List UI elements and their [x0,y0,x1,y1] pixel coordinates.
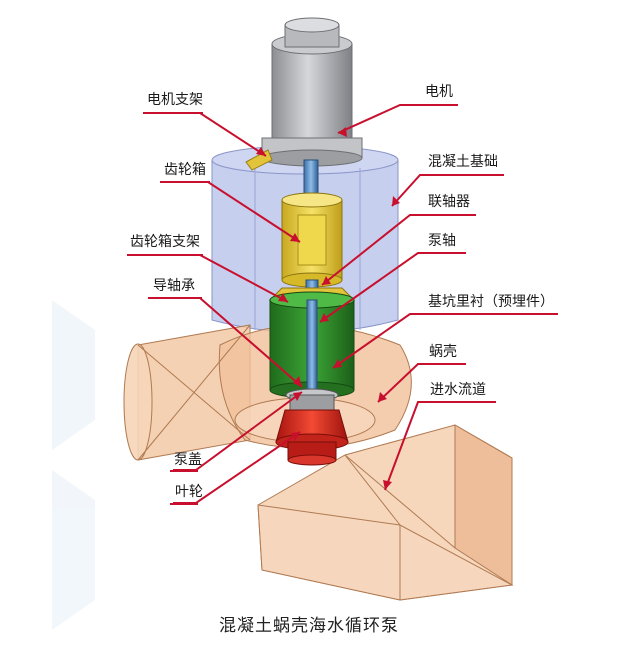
underline-pump-shaft [418,252,466,254]
underline-gearbox [160,181,210,183]
label-guide-bearing: 导轴承 [153,278,195,294]
underline-guide-bearing [148,297,202,299]
volute-shape [123,324,412,461]
underline-inlet-channel [418,401,496,403]
underline-pump-cover [170,470,198,472]
label-volute: 蜗壳 [429,344,457,360]
underline-coupling [410,214,476,216]
pump-shaft-shape [306,299,318,401]
underline-pit-liner [410,313,558,315]
label-inlet-channel: 进水流道 [430,382,486,398]
underline-motor-bracket [143,112,203,114]
pump-cover-shape [285,388,339,411]
label-impeller: 叶轮 [175,484,203,500]
motor-shape [245,17,363,171]
underline-gearbox-bracket [127,254,203,256]
label-gearbox-bracket: 齿轮箱支架 [130,234,200,250]
underline-impeller [170,503,198,505]
inlet-channel-shape [257,424,514,601]
label-motor: 电机 [425,84,453,100]
underline-motor [400,104,458,106]
label-motor-bracket: 电机支架 [147,92,203,108]
label-pit-liner: 基坑里衬（预埋件） [428,294,554,310]
label-coupling: 联轴器 [428,194,470,210]
underline-volute [418,363,466,365]
label-concrete-foundation: 混凝土基础 [428,154,498,170]
label-pump-cover: 泵盖 [174,452,202,468]
impeller-shape [275,409,349,466]
underline-concrete-foundation [420,174,504,176]
label-pump-shaft: 泵轴 [428,233,456,249]
figure-caption: 混凝土蜗壳海水循环泵 [219,616,399,636]
arrowheads [256,127,400,490]
background-decoration [52,300,95,630]
label-gearbox: 齿轮箱 [164,162,206,178]
